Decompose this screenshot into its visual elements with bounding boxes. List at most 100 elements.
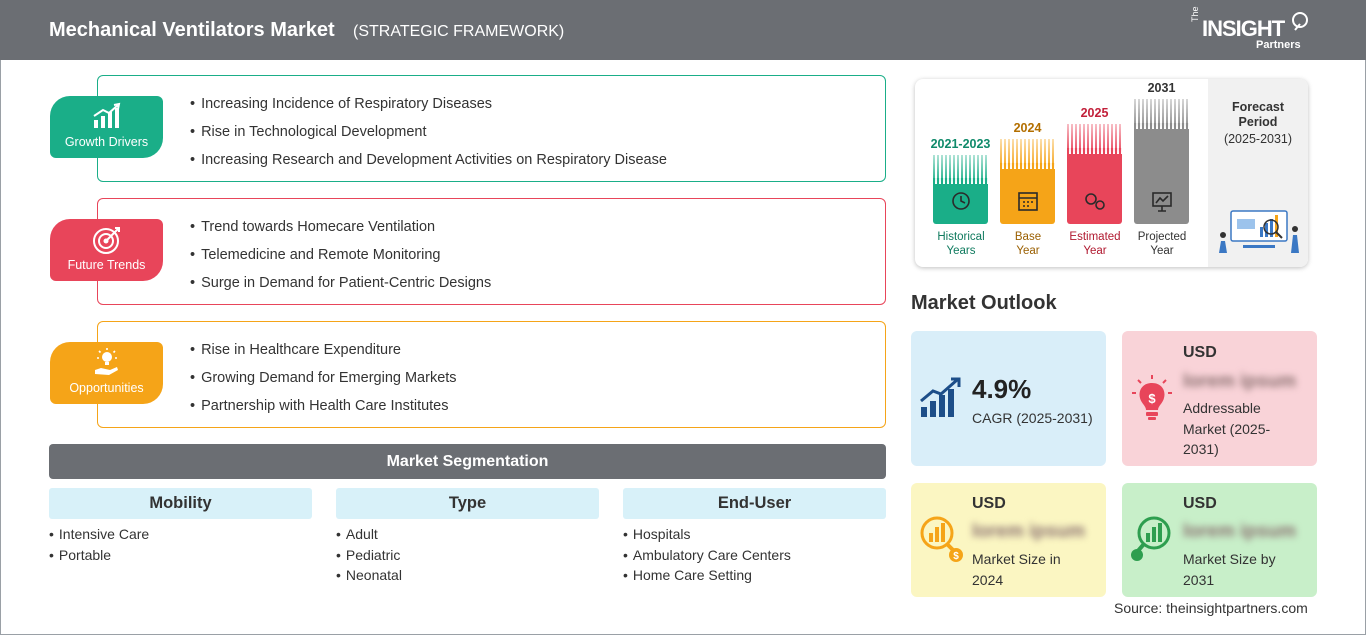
list-item: Intensive Care: [49, 526, 312, 547]
future-trends-box: Trend towards Homecare Ventilation Telem…: [97, 198, 886, 305]
list-item: Increasing Research and Development Acti…: [190, 150, 667, 178]
list-item: Rise in Technological Development: [190, 122, 667, 150]
opportunities-list: Rise in Healthcare Expenditure Growing D…: [190, 340, 457, 424]
growth-chart-icon: [93, 102, 121, 128]
logo-insight: INSIGHT: [1202, 16, 1285, 41]
size-2031-value: lorem ipsum: [1183, 521, 1296, 542]
size-2024-value: lorem ipsum: [972, 521, 1085, 542]
size-2031-label: Market Size by 2031: [1183, 551, 1276, 588]
timeline-label-line: Year: [1016, 245, 1040, 257]
addressable-usd: USD: [1183, 344, 1217, 361]
idea-dollar-icon: $: [1132, 375, 1172, 420]
timeline-year: 2025: [1080, 106, 1109, 120]
future-trends-badge: Future Trends: [50, 219, 163, 281]
bar-stripes: [1134, 99, 1189, 129]
list-item: Ambulatory Care Centers: [623, 547, 886, 568]
list-item: Neonatal: [336, 567, 599, 588]
bar-stripes: [1000, 139, 1055, 169]
list-item: Pediatric: [336, 547, 599, 568]
list-item: Growing Demand for Emerging Markets: [190, 368, 456, 396]
timeline-year: 2024: [1013, 121, 1042, 135]
future-trends-list: Trend towards Homecare Ventilation Telem…: [190, 217, 491, 301]
opportunities-box: Rise in Healthcare Expenditure Growing D…: [97, 321, 886, 428]
size-2031-usd: USD: [1183, 495, 1217, 512]
list-item: Hospitals: [623, 526, 886, 547]
forecast-range: (2025-2031): [1223, 132, 1293, 146]
future-trends-label: Future Trends: [67, 258, 146, 272]
growth-chart-icon: [920, 377, 961, 417]
timeline-label-line: Projected: [1137, 231, 1187, 243]
timeline-label-line: Historical: [937, 231, 985, 243]
list-item: Partnership with Health Care Institutes: [190, 396, 457, 424]
addressable-label: Addressable Market (2025-2031): [1183, 400, 1271, 457]
segment-type: Type Adult Pediatric Neonatal: [336, 488, 599, 588]
size-2024-usd: USD: [972, 495, 1006, 512]
forecast-panel: Forecast Period (2025-2031): [1208, 79, 1308, 267]
list-item: Adult: [336, 526, 599, 547]
bar-stripes: [933, 155, 988, 184]
list-item: Surge in Demand for Patient-Centric Desi…: [190, 273, 491, 301]
market-size-2024-card: $ USD lorem ipsum Market Size in 2024: [911, 483, 1106, 597]
insight-partners-logo: The INSIGHT Partners: [1190, 6, 1310, 52]
timeline-label-line: Year: [1083, 245, 1107, 257]
segment-header: Type: [336, 488, 599, 519]
source-note: Source: theinsightpartners.com: [1114, 600, 1308, 616]
svg-text:$: $: [953, 551, 959, 562]
opportunities-badge: Opportunities: [50, 342, 163, 404]
logo-partners: Partners: [1256, 39, 1301, 51]
addressable-market-card: $ USD lorem ipsum Addressable Market (20…: [1122, 331, 1317, 466]
list-item: Trend towards Homecare Ventilation: [190, 217, 491, 245]
segment-header: End-User: [623, 488, 886, 519]
history-icon: [952, 192, 970, 210]
opportunities-label: Opportunities: [69, 381, 144, 395]
size-2024-label: Market Size in 2024: [972, 551, 1061, 588]
segment-list: Hospitals Ambulatory Care Centers Home C…: [623, 526, 886, 588]
timeline-label-line: Base: [1014, 231, 1042, 243]
svg-text:$: $: [1148, 391, 1156, 406]
timeline-bar: [1067, 124, 1122, 224]
market-segmentation-bar: Market Segmentation: [49, 444, 886, 479]
addressable-value: lorem ipsum: [1183, 371, 1296, 392]
cagr-card: 4.9% CAGR (2025-2031): [911, 331, 1106, 466]
segment-end-user: End-User Hospitals Ambulatory Care Cente…: [623, 488, 886, 588]
presentation-icon: [1152, 192, 1172, 212]
timeline-label-line: Year: [1150, 245, 1174, 257]
page-subtitle: (STRATEGIC FRAMEWORK): [353, 23, 565, 40]
logo-the: The: [1190, 6, 1200, 22]
calendar-icon: [1018, 192, 1038, 211]
lightbulb-hand-icon: [95, 348, 118, 375]
header-bar: Mechanical Ventilators Market (STRATEGIC…: [0, 0, 1366, 60]
market-size-2031-card: USD lorem ipsum Market Size by 2031: [1122, 483, 1317, 597]
timeline-bar: [933, 155, 988, 224]
cagr-value: 4.9%: [972, 374, 1032, 404]
page-title: Mechanical Ventilators Market: [49, 19, 335, 41]
list-item: Increasing Incidence of Respiratory Dise…: [190, 94, 667, 122]
timeline-label-line: Years: [946, 245, 976, 257]
money-chart-icon: [1131, 516, 1171, 561]
growth-drivers-badge: Growth Drivers: [50, 96, 163, 158]
list-item: Home Care Setting: [623, 567, 886, 588]
target-icon: [93, 227, 120, 254]
timeline-label-line: Estimated: [1069, 231, 1121, 243]
growth-drivers-box: Increasing Incidence of Respiratory Dise…: [97, 75, 886, 182]
bar-stripes: [1067, 124, 1122, 154]
growth-drivers-list: Increasing Incidence of Respiratory Dise…: [190, 94, 667, 178]
market-outlook-title: Market Outlook: [911, 292, 1057, 314]
logo-swoosh-icon: [1292, 12, 1308, 31]
timeline-bar: [1134, 99, 1189, 224]
gears-icon: [1085, 193, 1105, 210]
timeline-year: 2021-2023: [930, 137, 991, 151]
segment-mobility: Mobility Intensive Care Portable: [49, 488, 312, 567]
list-item: Rise in Healthcare Expenditure: [190, 340, 457, 368]
segment-header: Mobility: [49, 488, 312, 519]
forecast-title: Forecast Period: [1231, 100, 1285, 129]
list-item: Portable: [49, 547, 312, 568]
cagr-label: CAGR (2025-2031): [972, 410, 1093, 426]
growth-drivers-label: Growth Drivers: [64, 135, 149, 149]
analytics-people-icon: [1219, 210, 1299, 253]
